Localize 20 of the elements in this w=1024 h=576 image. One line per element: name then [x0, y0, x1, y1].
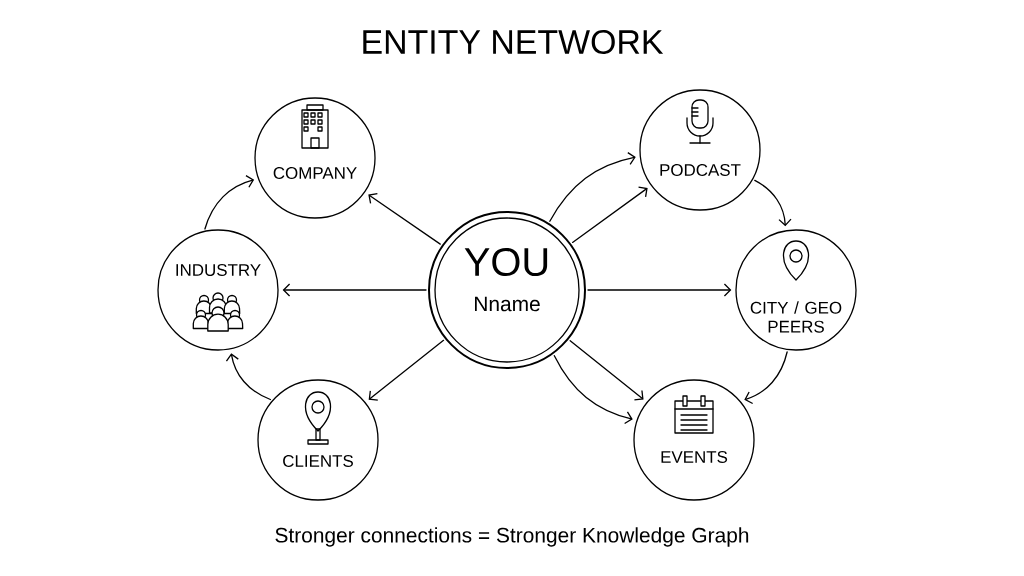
- arrow: [571, 186, 648, 244]
- circle-node: COMPANY: [254, 97, 376, 219]
- circle-node: PODCAST: [639, 89, 761, 211]
- circle-node: INDUSTRY: [157, 229, 279, 351]
- circle-node: CITY / GEO PEERS: [735, 229, 857, 351]
- arrow: [368, 192, 441, 245]
- arrow: [368, 339, 445, 401]
- arrow: [754, 179, 792, 227]
- arrow: [204, 174, 255, 230]
- caption: Stronger connections = Stronger Knowledge Graph: [275, 527, 749, 547]
- circle-node: EVENTS: [633, 379, 755, 501]
- title: ENTITY NETWORK: [363, 30, 664, 54]
- arrow: [569, 340, 644, 401]
- arrow: [549, 151, 636, 222]
- arrow: [553, 355, 633, 425]
- arrow: [744, 351, 788, 405]
- arrow: [225, 353, 271, 401]
- arrow: [282, 283, 427, 297]
- arrow: [587, 283, 732, 297]
- circle-node: CLIENTS: [257, 379, 379, 501]
